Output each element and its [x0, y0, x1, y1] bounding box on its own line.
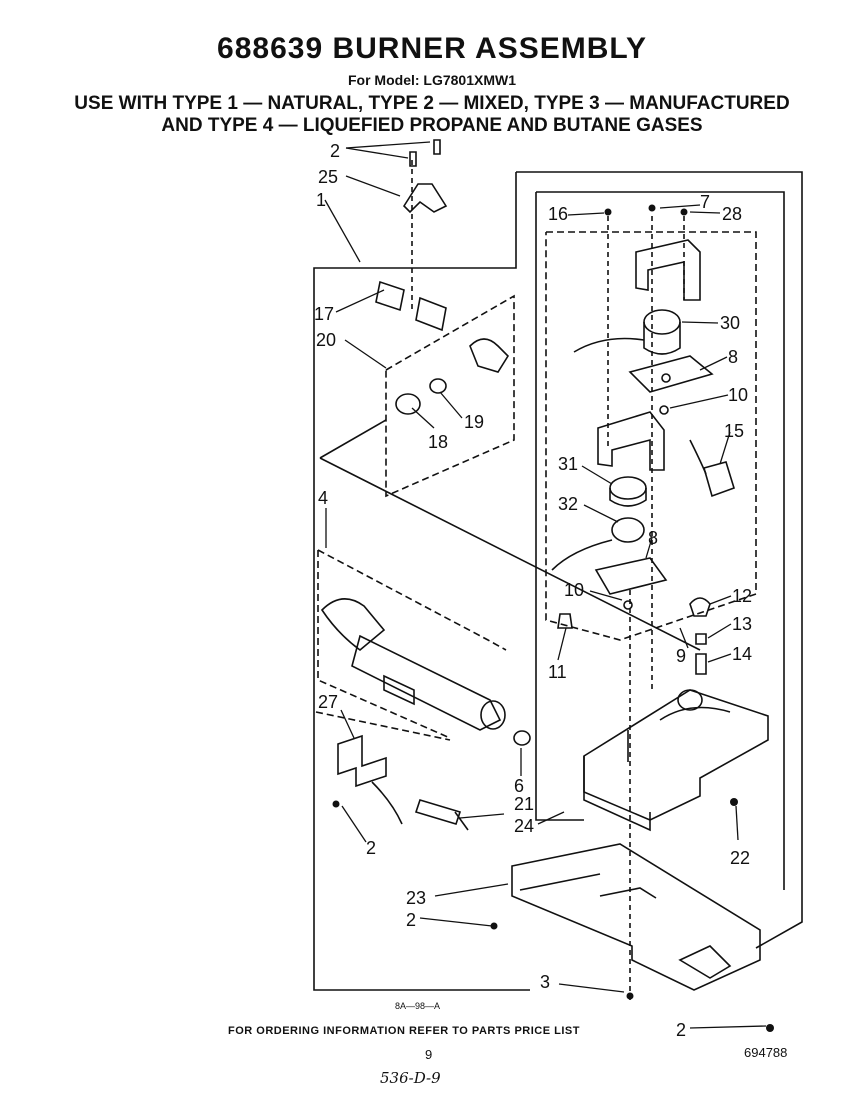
assembly-outline — [516, 171, 803, 949]
label-part-20: 20 — [316, 330, 336, 350]
label-part-21: 21 — [514, 794, 534, 814]
label-part-30: 30 — [720, 313, 740, 333]
handwritten-note: 536-D-9 — [380, 1069, 441, 1087]
footer-note: FOR ORDERING INFORMATION REFER TO PARTS … — [228, 1025, 580, 1037]
label-part-10: 10 — [728, 385, 748, 405]
figure-number: 694788 — [744, 1045, 788, 1060]
label-part-8-lower: 8 — [648, 528, 658, 548]
label-part-10-lower: 10 — [564, 580, 584, 600]
label-part-8: 8 — [728, 347, 738, 367]
page-number: 9 — [425, 1047, 433, 1062]
label-part-3: 3 — [540, 972, 550, 992]
model-line: For Model: LG7801XMW1 — [347, 72, 517, 88]
label-part-31: 31 — [558, 454, 578, 474]
label-part-13: 13 — [732, 614, 752, 634]
label-part-12: 12 — [732, 586, 752, 606]
valve-box-outline — [536, 191, 785, 890]
label-part-14: 14 — [732, 644, 752, 664]
label-part-2-lower: 2 — [366, 838, 376, 858]
label-part-1: 1 — [316, 190, 326, 210]
label-part-17: 17 — [314, 304, 334, 324]
label-part-4: 4 — [318, 488, 328, 508]
label-part-16: 16 — [548, 204, 568, 224]
label-part-18: 18 — [428, 432, 448, 452]
label-part-27: 27 — [318, 692, 338, 712]
label-part-28: 28 — [722, 204, 742, 224]
subtitle-line-2: AND TYPE 4 — LIQUEFIED PROPANE AND BUTAN… — [161, 115, 703, 136]
label-part-2: 2 — [330, 141, 340, 161]
subtitle-line-1: USE WITH TYPE 1 — NATURAL, TYPE 2 — MIXE… — [74, 93, 790, 114]
label-part-19: 19 — [464, 412, 484, 432]
label-part-2-bottom: 2 — [676, 1020, 686, 1040]
label-part-22: 22 — [730, 848, 750, 868]
label-part-32: 32 — [558, 494, 578, 514]
label-part-23: 23 — [406, 888, 426, 908]
label-part-7: 7 — [700, 192, 710, 212]
label-part-25: 25 — [318, 167, 338, 187]
label-part-9: 9 — [676, 646, 686, 666]
label-part-6: 6 — [514, 776, 524, 796]
label-part-2-shield: 2 — [406, 910, 416, 930]
label-part-15: 15 — [724, 421, 744, 441]
label-part-24: 24 — [514, 816, 534, 836]
page-title: 688639 BURNER ASSEMBLY — [217, 32, 647, 65]
label-part-11: 11 — [548, 662, 567, 682]
drawing-code: 8A—98—A — [395, 1001, 441, 1011]
